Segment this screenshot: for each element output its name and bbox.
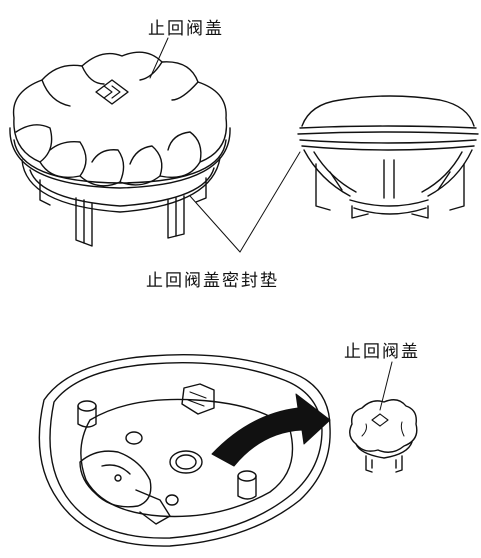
valve-cap-small-drawing — [349, 361, 418, 473]
tank-base-drawing — [38, 354, 331, 547]
label-check-valve-cap-small: 止回阀盖 — [344, 342, 420, 362]
label-check-valve-cap: 止回阀盖 — [148, 19, 224, 39]
valve-cap-large-drawing — [9, 37, 231, 247]
label-check-valve-cap-gasket: 止回阀盖密封垫 — [146, 271, 279, 291]
leader-gasket-left — [189, 195, 241, 253]
move-arrow-icon — [211, 393, 331, 467]
valve-cap-side-drawing — [297, 95, 479, 219]
leader-gasket-right — [239, 151, 301, 253]
